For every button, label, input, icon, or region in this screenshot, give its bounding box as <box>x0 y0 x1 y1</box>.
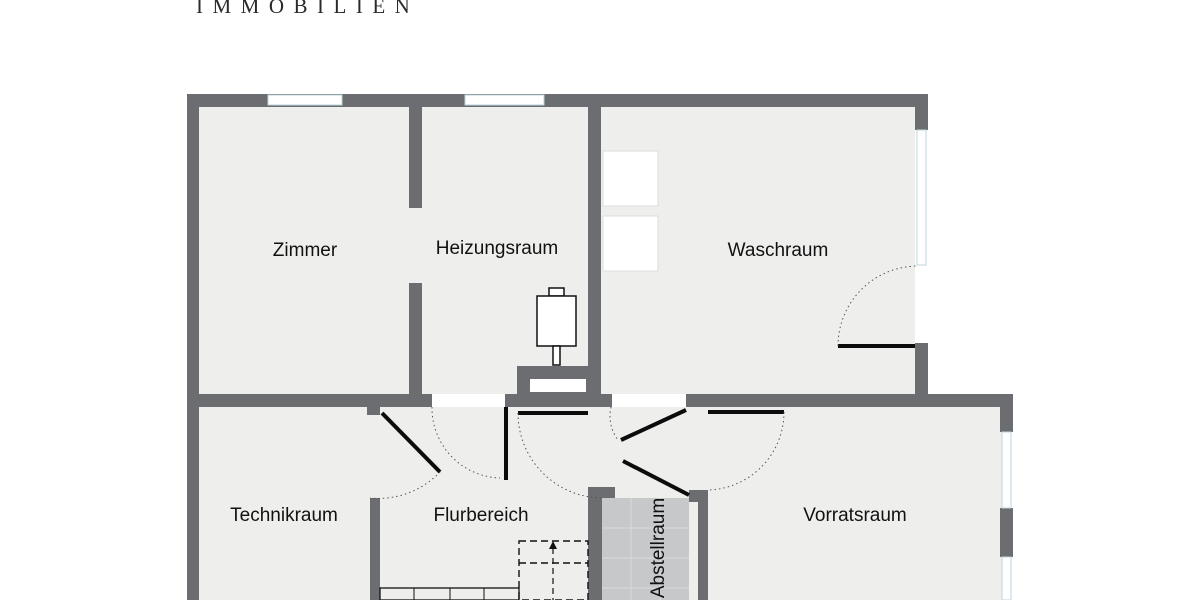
floor-areas <box>199 107 1002 600</box>
room-label-heizungsraum: Heizungsraum <box>436 238 559 259</box>
windows <box>267 94 1012 600</box>
walls <box>187 94 1013 600</box>
doors <box>369 265 919 499</box>
room-label-technikraum: Technikraum <box>230 505 338 526</box>
room-label-vorratsraum: Vorratsraum <box>803 505 906 526</box>
room-label-abstellraum: Abstellraum <box>648 498 669 598</box>
staircase <box>379 540 589 600</box>
room-label-zimmer: Zimmer <box>273 240 338 261</box>
washing-machines <box>602 150 659 272</box>
logo-text: IMMOBILIEN <box>196 0 419 18</box>
boiler-icon <box>536 287 577 366</box>
tiled-floor <box>602 498 689 600</box>
room-label-flurbereich: Flurbereich <box>433 505 528 526</box>
room-label-waschraum: Waschraum <box>728 240 829 261</box>
stair-arrow-icon <box>549 541 557 549</box>
